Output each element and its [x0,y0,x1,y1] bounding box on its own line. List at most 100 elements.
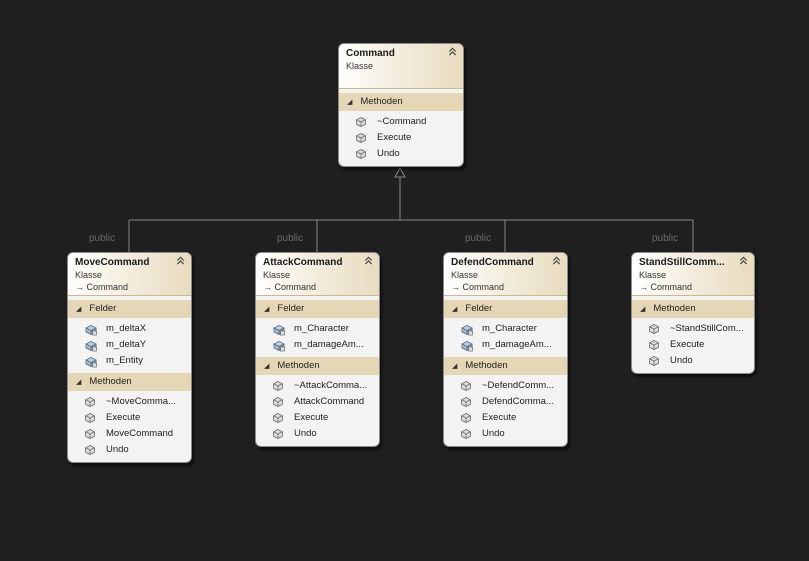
method-icon [649,340,659,350]
method-name: Execute [377,132,412,143]
field-row[interactable]: m_Character [256,321,379,337]
section-header-methoden[interactable]: ◢Methoden [444,357,567,375]
section-header-methoden[interactable]: ◢Methoden [632,300,754,318]
method-icon [461,397,471,407]
method-icon [85,429,95,439]
section-header-felder[interactable]: ◢Felder [68,300,191,318]
section-header-methoden[interactable]: ◢Methoden [256,357,379,375]
method-row[interactable]: Execute [339,130,463,146]
method-name: DefendComma... [482,396,554,407]
section-title: Methoden [360,96,403,107]
field-row[interactable]: m_Character [444,321,567,337]
method-row[interactable]: ~AttackComma... [256,378,379,394]
method-row[interactable]: Undo [68,442,191,458]
triangle-down-icon[interactable]: ◢ [76,306,82,313]
section-header-felder[interactable]: ◢ Felder [256,300,379,318]
class-kind: Klasse [451,270,479,280]
triangle-down-icon[interactable]: ◢ [76,379,82,386]
base-class-line: → Command [639,282,748,292]
double-chevron-up-icon[interactable] [739,256,748,268]
field-row[interactable]: m_damageAm... [444,337,567,353]
class-name: DefendCommand [451,257,534,268]
method-icon [649,356,659,366]
method-row[interactable]: Undo [632,353,754,369]
section-title: Felder [277,303,305,314]
field-row[interactable]: m_deltaY [68,337,191,353]
method-icon [273,381,283,391]
triangle-down-icon[interactable]: ◢ [264,306,270,313]
section-header-felder[interactable]: ◢Felder [444,300,567,318]
field-name: m_damageAm... [294,339,364,350]
field-name: m_Character [294,323,349,334]
class-kind: Klasse [639,270,667,280]
method-row[interactable]: ~DefendComm... [444,378,567,394]
method-icon [356,117,366,127]
triangle-down-icon[interactable]: ◢ [640,306,646,313]
method-row[interactable]: Undo [339,146,463,162]
field-row[interactable]: m_damageAm... [256,337,379,353]
class-box-standstillcommand[interactable]: StandStillComm...Klasse→ Command◢Methode… [631,252,755,374]
method-row[interactable]: AttackCommand [256,394,379,410]
field-icon [461,324,473,336]
base-class-line: → Command [263,282,373,292]
method-icon [461,429,471,439]
section-header-methoden[interactable]: ◢Methoden [68,373,191,391]
inheritance-arrowhead [394,166,406,178]
connector-label-standstill: public [652,233,679,244]
method-name: Execute [482,412,517,423]
field-name: m_deltaY [106,339,147,350]
double-chevron-up-icon[interactable] [364,256,373,268]
method-row[interactable]: Execute [68,410,191,426]
member-list: m_Character m_damageAm... [256,318,379,357]
triangle-down-icon[interactable]: ◢ [264,363,270,370]
field-row[interactable]: m_deltaX [68,321,191,337]
section-header-methoden[interactable]: ◢ Methoden [339,93,463,111]
method-row[interactable]: Execute [444,410,567,426]
double-chevron-up-icon[interactable] [448,47,457,59]
method-icon [273,397,283,407]
method-icon [356,149,366,159]
method-name: ~Command [377,116,427,127]
field-name: m_Character [482,323,537,334]
class-header[interactable]: StandStillComm...Klasse→ Command [632,253,754,296]
method-row[interactable]: DefendComma... [444,394,567,410]
triangle-down-icon[interactable]: ◢ [347,99,353,106]
method-row[interactable]: ~StandStillCom... [632,321,754,337]
double-chevron-up-icon[interactable] [176,256,185,268]
field-icon [273,340,285,352]
class-kind: Klasse [346,61,374,71]
triangle-down-icon[interactable]: ◢ [452,306,458,313]
method-icon [85,397,95,407]
field-name: m_deltaX [106,323,147,334]
double-chevron-up-icon[interactable] [552,256,561,268]
class-name: Command [346,48,395,59]
method-row[interactable]: ~Command [339,114,463,130]
method-row[interactable]: Execute [632,337,754,353]
base-class-name: Command [274,282,317,292]
method-row[interactable]: Execute [256,410,379,426]
field-row[interactable]: m_Entity [68,353,191,369]
method-row[interactable]: ~MoveComma... [68,394,191,410]
field-name: m_damageAm... [482,339,552,350]
base-class-line: → Command [75,282,185,292]
method-row[interactable]: Undo [256,426,379,442]
member-list: m_Character m_damageAm... [444,318,567,357]
method-row[interactable]: MoveCommand [68,426,191,442]
triangle-down-icon[interactable]: ◢ [452,363,458,370]
connector-label-defend: public [465,233,492,244]
method-row[interactable]: Undo [444,426,567,442]
field-icon [273,324,285,336]
method-name: MoveCommand [106,428,174,439]
